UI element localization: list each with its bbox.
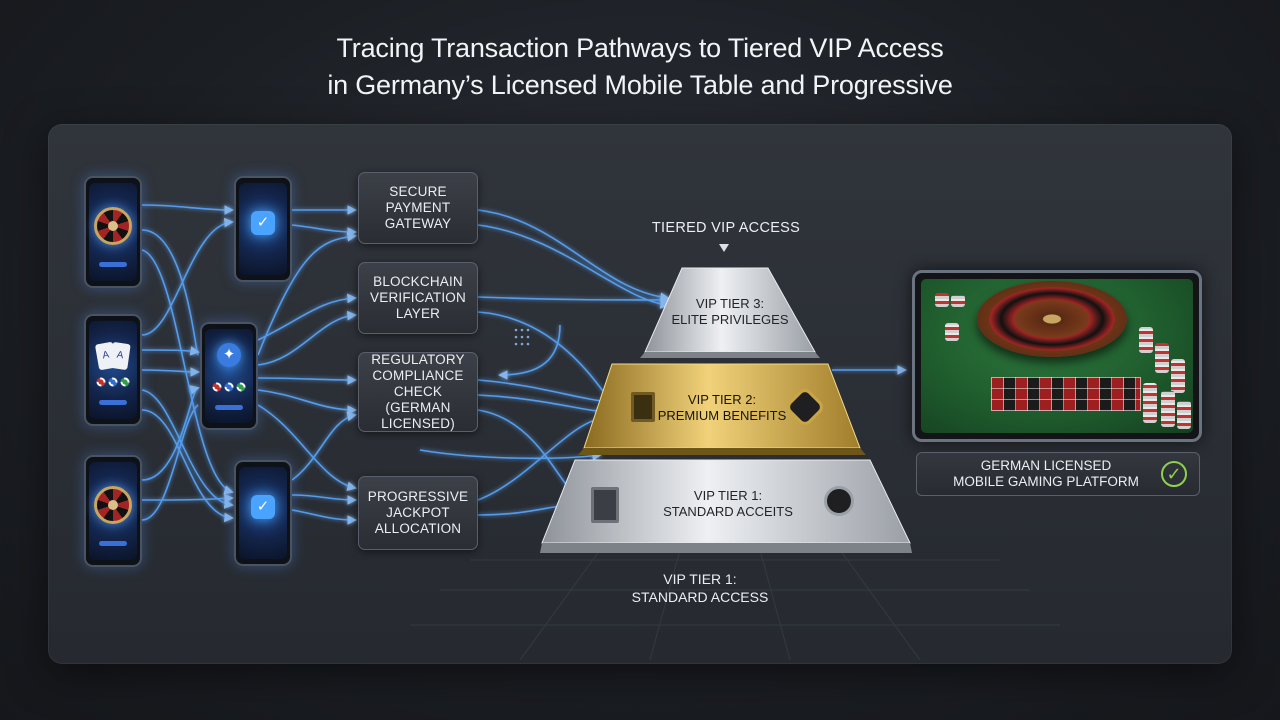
chip-stack bbox=[951, 295, 965, 307]
box-text: PAYMENT bbox=[385, 200, 451, 215]
floor-grid bbox=[410, 549, 1060, 661]
tier-2-desc: PREMIUM BENEFITS bbox=[657, 408, 787, 423]
tiered-vip-heading: TIERED VIP ACCESS bbox=[651, 220, 801, 236]
chip-stack bbox=[935, 293, 949, 307]
vip-pyramid bbox=[540, 267, 912, 553]
tier-3-name: VIP TIER 3: bbox=[695, 296, 765, 311]
title-line-2: in Germany’s Licensed Mobile Table and P… bbox=[327, 69, 953, 100]
chip-stack bbox=[1171, 359, 1185, 393]
tier-1-caption: VIP TIER 1: STANDARD ACCESS bbox=[600, 570, 800, 606]
roulette-wheel-icon bbox=[94, 486, 132, 525]
box-text: ALLOCATION bbox=[374, 521, 462, 536]
tablet-roulette-table bbox=[912, 270, 1202, 442]
tier-2-label: VIP TIER 2: PREMIUM BENEFITS bbox=[642, 392, 802, 424]
check-circle-icon: ✓ bbox=[1161, 461, 1187, 487]
box-text: VERIFICATION bbox=[370, 290, 466, 305]
caption-line-1: VIP TIER 1: bbox=[663, 571, 737, 587]
tier-1-name: VIP TIER 1: bbox=[693, 488, 763, 503]
box-text: PROGRESSIVE bbox=[367, 489, 469, 504]
betting-grid bbox=[991, 377, 1141, 411]
tier-3-desc: ELITE PRIVILEGES bbox=[671, 312, 789, 327]
poker-chips-icon bbox=[96, 377, 130, 387]
phone-wallet-middle: ✦ bbox=[200, 322, 258, 430]
box-text: CHECK (GERMAN bbox=[385, 384, 451, 415]
box-text: SECURE bbox=[389, 184, 447, 199]
chip-stack bbox=[1161, 391, 1175, 427]
door-icon bbox=[631, 392, 655, 422]
tier-2-name: VIP TIER 2: bbox=[687, 392, 757, 407]
progressive-jackpot-box: PROGRESSIVE JACKPOT ALLOCATION bbox=[358, 476, 478, 550]
phone-roulette-bottom bbox=[84, 455, 142, 567]
german-licensed-platform-badge: GERMAN LICENSED MOBILE GAMING PLATFORM ✓ bbox=[916, 452, 1200, 496]
regulatory-compliance-box: REGULATORY COMPLIANCE CHECK (GERMAN LICE… bbox=[358, 352, 478, 432]
blockchain-verification-box: BLOCKCHAIN VERIFICATION LAYER bbox=[358, 262, 478, 334]
roulette-wheel-icon bbox=[977, 281, 1127, 357]
chip-shield-icon: ✓ bbox=[251, 495, 275, 520]
caption-line-2: STANDARD ACCESS bbox=[631, 589, 769, 605]
page-title: Tracing Transaction Pathways to Tiered V… bbox=[0, 30, 1280, 103]
phone-roulette-top bbox=[84, 176, 142, 288]
down-arrow-icon bbox=[719, 244, 729, 252]
title-line-1: Tracing Transaction Pathways to Tiered V… bbox=[336, 33, 944, 63]
box-text: JACKPOT bbox=[386, 505, 450, 520]
platform-line-2: MOBILE GAMING PLATFORM bbox=[953, 474, 1139, 489]
chip-stack bbox=[1139, 327, 1153, 353]
tier-1-label: VIP TIER 1: STANDARD ACCEITS bbox=[648, 488, 808, 520]
chip-stack bbox=[1155, 343, 1169, 373]
chip-stack bbox=[945, 323, 959, 341]
shield-check-icon: ✓ bbox=[251, 211, 275, 236]
platform-line-1: GERMAN LICENSED bbox=[980, 458, 1112, 473]
phone-security-top: ✓ bbox=[234, 176, 292, 282]
secure-payment-gateway-box: SECURE PAYMENT GATEWAY bbox=[358, 172, 478, 244]
poker-chips-icon bbox=[212, 382, 246, 392]
platform-text: GERMAN LICENSED MOBILE GAMING PLATFORM bbox=[917, 458, 1161, 490]
box-text: GATEWAY bbox=[384, 216, 452, 231]
phone-security-bottom: ✓ bbox=[234, 460, 292, 566]
chip-stack bbox=[1143, 383, 1157, 423]
vault-door-icon bbox=[591, 487, 619, 523]
box-text: LICENSED) bbox=[381, 416, 455, 431]
tier-3-label: VIP TIER 3: ELITE PRIVILEGES bbox=[650, 296, 810, 328]
box-text: LAYER bbox=[395, 306, 441, 321]
box-text: COMPLIANCE bbox=[372, 368, 464, 383]
box-text: BLOCKCHAIN bbox=[373, 274, 463, 289]
silver-badge-icon bbox=[824, 486, 854, 516]
box-text: REGULATORY bbox=[371, 352, 465, 367]
roulette-wheel-icon bbox=[94, 207, 132, 246]
chip-stack bbox=[1177, 401, 1191, 429]
bluetooth-icon: ✦ bbox=[217, 343, 241, 368]
tier-1-desc: STANDARD ACCEITS bbox=[663, 504, 793, 519]
